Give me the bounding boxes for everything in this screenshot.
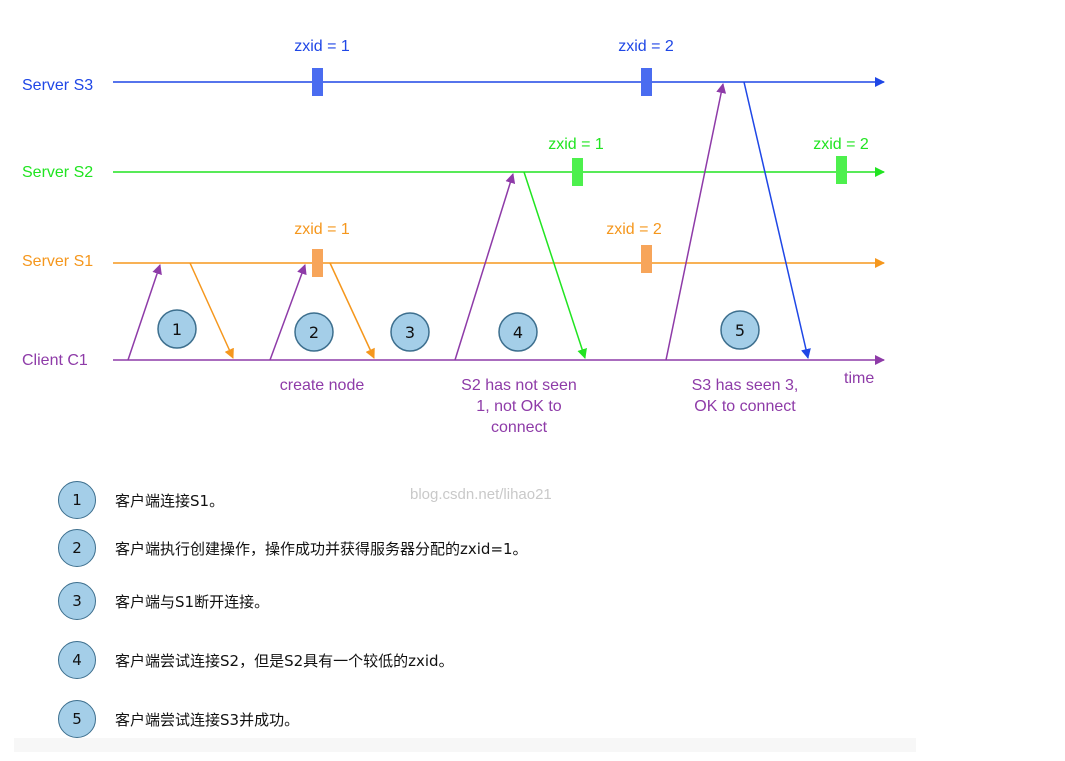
- timeline-label-s1: Server S1: [22, 253, 93, 270]
- zxid-marker-s1-1: [312, 249, 323, 277]
- zxid-marker-s1-2: [641, 245, 652, 273]
- arrow-client-to-s3: [665, 83, 727, 361]
- zxid-label-s3-2: zxid = 2: [618, 38, 674, 55]
- legend-text-2: 客户端执行创建操作，操作成功并获得服务器分配的zxid=1。: [115, 540, 528, 558]
- arrow-client-to-s1-connect: [127, 264, 162, 361]
- step-badge-2: 2: [294, 312, 334, 352]
- zxid-label-s1-2: zxid = 2: [606, 221, 662, 238]
- svg-text:2: 2: [309, 323, 319, 342]
- annotation-s2-line-3: connect: [491, 419, 548, 436]
- arrow-s3-to-client: [743, 81, 811, 359]
- arrow-s1-to-client-create: [329, 262, 375, 359]
- annotation-s3-line-2: OK to connect: [694, 398, 796, 415]
- arrow-s1-to-client-connect: [189, 262, 234, 359]
- legend-badge-2: 2: [58, 529, 96, 567]
- step-badge-4: 4: [498, 312, 538, 352]
- legend-badge-4: 4: [58, 641, 96, 679]
- arrow-client-to-s2: [454, 173, 516, 361]
- svg-text:3: 3: [405, 323, 415, 342]
- svg-text:4: 4: [513, 323, 523, 342]
- timeline-label-s2: Server S2: [22, 164, 93, 181]
- annotation-s2-line-2: 1, not OK to: [476, 398, 561, 415]
- watermark: blog.csdn.net/lihao21: [410, 486, 552, 503]
- step-badge-5: 5: [720, 310, 760, 350]
- annotation-s3-line-1: S3 has seen 3,: [692, 377, 799, 394]
- arrow-client-to-s1-create: [269, 264, 307, 361]
- annotation-create-node: create node: [280, 377, 365, 394]
- zxid-marker-s3-2: [641, 68, 652, 96]
- legend-badge-3: 3: [58, 582, 96, 620]
- legend-text-5: 客户端尝试连接S3并成功。: [115, 711, 300, 729]
- zxid-marker-s2-2: [836, 156, 847, 184]
- zxid-marker-s3-1: [312, 68, 323, 96]
- svg-text:1: 1: [172, 320, 182, 339]
- zxid-label-s2-1: zxid = 1: [548, 136, 604, 153]
- timeline-label-client: Client C1: [22, 352, 88, 369]
- time-axis-label: time: [844, 370, 874, 387]
- legend-badge-1: 1: [58, 481, 96, 519]
- zxid-marker-s2-1: [572, 158, 583, 186]
- legend-text-4: 客户端尝试连接S2，但是S2具有一个较低的zxid。: [115, 652, 454, 670]
- svg-text:5: 5: [735, 321, 745, 340]
- bottom-band: [14, 738, 916, 752]
- legend-text-1: 客户端连接S1。: [115, 492, 225, 510]
- annotation-s2-line-1: S2 has not seen: [461, 377, 577, 394]
- timeline-label-s3: Server S3: [22, 77, 93, 94]
- zxid-label-s3-1: zxid = 1: [294, 38, 350, 55]
- arrow-s2-to-client: [523, 171, 587, 359]
- zxid-label-s1-1: zxid = 1: [294, 221, 350, 238]
- step-badge-1: 1: [157, 309, 197, 349]
- legend-badge-5: 5: [58, 700, 96, 738]
- zxid-label-s2-2: zxid = 2: [813, 136, 869, 153]
- step-badge-3: 3: [390, 312, 430, 352]
- legend-text-3: 客户端与S1断开连接。: [115, 593, 270, 611]
